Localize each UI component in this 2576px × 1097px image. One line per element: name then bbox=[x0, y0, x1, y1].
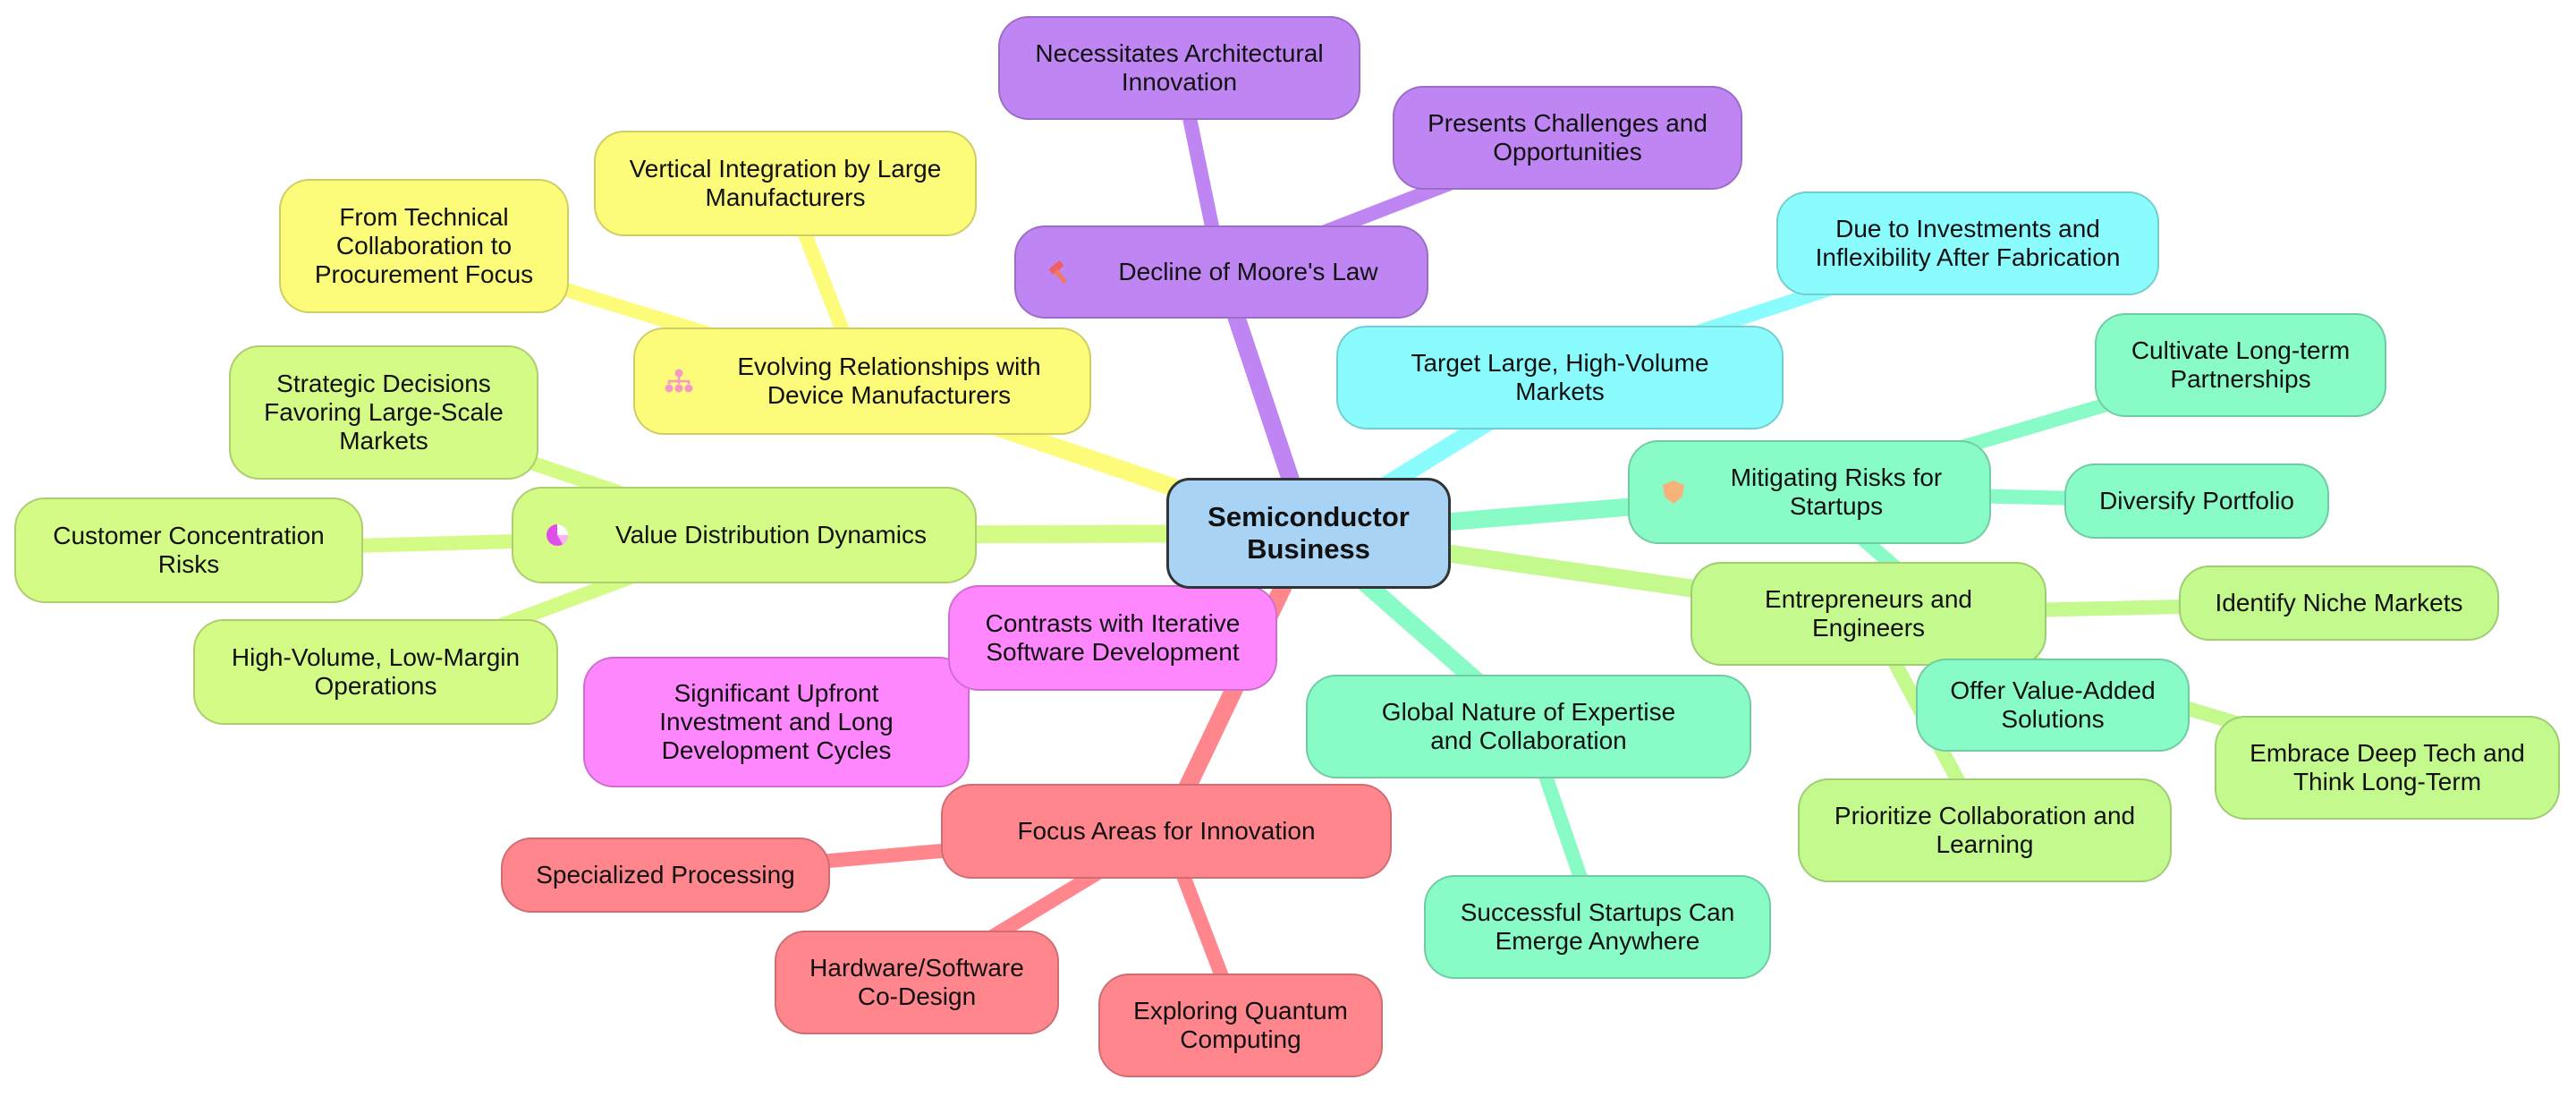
shield-icon bbox=[1658, 477, 1689, 507]
node-label: Decline of Moore's Law bbox=[1118, 258, 1378, 285]
node-label: Successful Startups Can Emerge Anywhere bbox=[1460, 898, 1735, 955]
node-label: Specialized Processing bbox=[536, 861, 795, 889]
node-label: From Technical Collaboration to Procurem… bbox=[314, 203, 534, 288]
node-contrasts-software-dev[interactable]: Contrasts with Iterative Software Develo… bbox=[948, 585, 1277, 691]
node-offer-value-added[interactable]: Offer Value-Added Solutions bbox=[1916, 659, 2190, 752]
node-significant-upfront[interactable]: Significant Upfront Investment and Long … bbox=[583, 657, 970, 787]
node-successful-startups[interactable]: Successful Startups Can Emerge Anywhere bbox=[1424, 875, 1771, 979]
node-target-large-markets[interactable]: Target Large, High-Volume Markets bbox=[1336, 326, 1784, 429]
node-global-nature[interactable]: Global Nature of Expertise and Collabora… bbox=[1306, 675, 1751, 778]
node-label: Semiconductor Business bbox=[1208, 501, 1410, 565]
node-semiconductor-business[interactable]: Semiconductor Business bbox=[1166, 478, 1451, 589]
node-hardware-software-codesign[interactable]: Hardware/Software Co-Design bbox=[775, 931, 1059, 1034]
node-due-to-investments[interactable]: Due to Investments and Inflexibility Aft… bbox=[1776, 191, 2159, 295]
node-label: Presents Challenges and Opportunities bbox=[1428, 109, 1707, 166]
org-chart-icon bbox=[664, 366, 694, 396]
node-necessitates-architectural-innovation[interactable]: Necessitates Architectural Innovation bbox=[998, 16, 1360, 120]
node-exploring-quantum[interactable]: Exploring Quantum Computing bbox=[1098, 974, 1383, 1077]
node-label: Prioritize Collaboration and Learning bbox=[1834, 802, 2136, 858]
node-mitigating-risks[interactable]: Mitigating Risks for Startups bbox=[1628, 440, 1991, 544]
node-evolving-relationships[interactable]: Evolving Relationships with Device Manuf… bbox=[633, 327, 1091, 435]
node-label: Global Nature of Expertise and Collabora… bbox=[1381, 698, 1676, 754]
node-decline-of-moores-law[interactable]: Decline of Moore's Law bbox=[1014, 225, 1428, 319]
node-label: Mitigating Risks for Startups bbox=[1730, 463, 1943, 520]
node-diversify-portfolio[interactable]: Diversify Portfolio bbox=[2064, 463, 2329, 539]
node-specialized-processing[interactable]: Specialized Processing bbox=[501, 838, 830, 913]
node-technical-collaboration[interactable]: From Technical Collaboration to Procurem… bbox=[279, 179, 569, 313]
node-value-distribution[interactable]: Value Distribution Dynamics bbox=[512, 487, 977, 583]
node-label: Evolving Relationships with Device Manuf… bbox=[737, 353, 1041, 409]
node-label: Diversify Portfolio bbox=[2099, 487, 2294, 514]
node-focus-areas-innovation[interactable]: Focus Areas for Innovation bbox=[941, 784, 1392, 879]
node-embrace-deep-tech[interactable]: Embrace Deep Tech and Think Long-Term bbox=[2215, 716, 2560, 820]
node-label: Vertical Integration by Large Manufactur… bbox=[629, 155, 942, 211]
hammer-icon bbox=[1045, 257, 1075, 287]
node-label: Embrace Deep Tech and Think Long-Term bbox=[2250, 739, 2525, 795]
node-label: Hardware/Software Co-Design bbox=[809, 954, 1024, 1010]
node-label: Exploring Quantum Computing bbox=[1133, 997, 1348, 1053]
node-high-volume-low-margin[interactable]: High-Volume, Low-Margin Operations bbox=[193, 619, 558, 725]
node-strategic-decisions[interactable]: Strategic Decisions Favoring Large-Scale… bbox=[229, 345, 538, 480]
node-label: High-Volume, Low-Margin Operations bbox=[231, 643, 521, 700]
node-label: Due to Investments and Inflexibility Aft… bbox=[1815, 215, 2121, 271]
node-customer-concentration[interactable]: Customer Concentration Risks bbox=[14, 497, 363, 603]
node-cultivate-partnerships[interactable]: Cultivate Long-term Partnerships bbox=[2095, 313, 2386, 417]
node-label: Identify Niche Markets bbox=[2215, 589, 2463, 617]
node-prioritize-collaboration[interactable]: Prioritize Collaboration and Learning bbox=[1798, 778, 2172, 882]
node-label: Necessitates Architectural Innovation bbox=[1035, 39, 1324, 96]
node-label: Contrasts with Iterative Software Develo… bbox=[985, 609, 1241, 666]
node-label: Focus Areas for Innovation bbox=[1017, 817, 1316, 845]
node-label: Significant Upfront Investment and Long … bbox=[659, 679, 894, 764]
node-label: Strategic Decisions Favoring Large-Scale… bbox=[264, 370, 504, 455]
node-label: Value Distribution Dynamics bbox=[614, 521, 928, 548]
node-label: Customer Concentration Risks bbox=[53, 522, 325, 578]
node-label: Cultivate Long-term Partnerships bbox=[2131, 336, 2351, 393]
node-label: Offer Value-Added Solutions bbox=[1950, 676, 2156, 733]
pie-chart-icon bbox=[542, 520, 572, 550]
node-vertical-integration[interactable]: Vertical Integration by Large Manufactur… bbox=[594, 131, 977, 236]
node-entrepreneurs-engineers[interactable]: Entrepreneurs and Engineers bbox=[1690, 562, 2046, 666]
node-label: Entrepreneurs and Engineers bbox=[1765, 585, 1972, 642]
node-presents-challenges[interactable]: Presents Challenges and Opportunities bbox=[1393, 86, 1742, 190]
node-label: Target Large, High-Volume Markets bbox=[1411, 349, 1709, 405]
node-identify-niche-markets[interactable]: Identify Niche Markets bbox=[2179, 566, 2499, 641]
